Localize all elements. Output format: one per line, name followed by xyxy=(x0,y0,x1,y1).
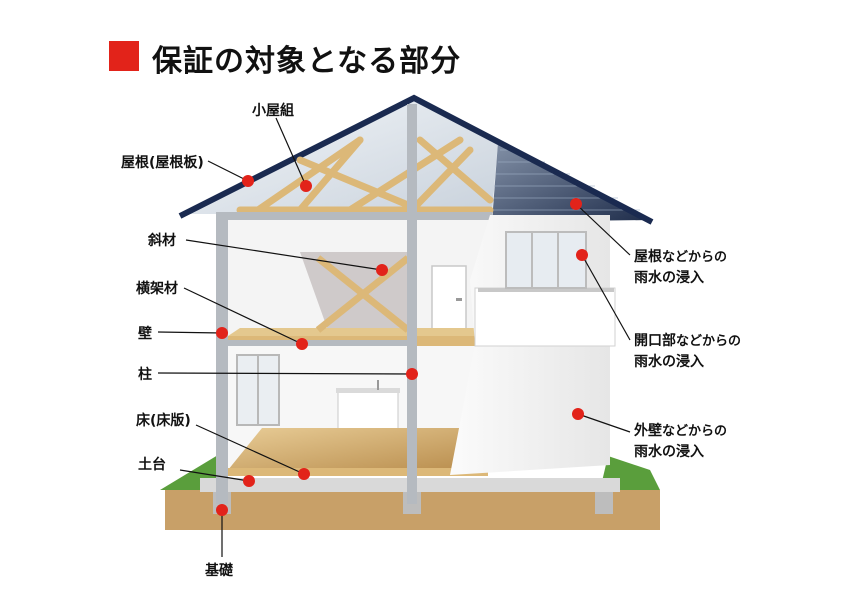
kitchen-counter xyxy=(337,391,399,435)
mid-beam-left xyxy=(216,340,408,346)
dot-hashira xyxy=(406,368,418,380)
dot-dodai xyxy=(243,475,255,487)
callout-wall-part: 外壁 xyxy=(634,423,662,439)
callout-wall-leak: 外壁などからの 雨水の浸入 xyxy=(634,421,727,463)
label-koyagumi: 小屋組 xyxy=(252,103,294,119)
dot-opening-leak xyxy=(576,249,588,261)
roof-truss xyxy=(236,136,494,214)
eave-beam xyxy=(216,212,492,220)
foundation-footing-right xyxy=(595,492,613,514)
leader-lines xyxy=(157,117,631,557)
dot-yuka xyxy=(298,468,310,480)
dot-roof-leak xyxy=(570,198,582,210)
door-knob xyxy=(456,298,462,301)
kitchen-top xyxy=(336,388,400,393)
callout-opening-line2: 雨水の浸入 xyxy=(634,354,704,370)
second-floor xyxy=(228,328,488,336)
callout-opening-part: 開口部 xyxy=(634,333,676,349)
dot-yane xyxy=(242,175,254,187)
callout-wall-rest: などからの xyxy=(662,424,728,439)
callout-roof-leak: 屋根などからの 雨水の浸入 xyxy=(634,247,727,289)
roof-edge xyxy=(178,94,654,225)
label-hashira: 柱 xyxy=(138,367,152,383)
label-kabe: 壁 xyxy=(138,326,152,342)
post-center xyxy=(407,104,417,504)
dot-oukazai xyxy=(296,338,308,350)
page-title: 保証の対象となる部分 xyxy=(152,44,462,79)
indicator-dots xyxy=(216,175,588,516)
label-kiso: 基礎 xyxy=(205,563,233,579)
dot-kabe xyxy=(216,327,228,339)
dot-kiso xyxy=(216,504,228,516)
label-dodai: 土台 xyxy=(138,457,166,473)
brace-b xyxy=(315,255,411,333)
callout-roof-rest: などからの xyxy=(662,250,728,265)
label-yane: 屋根(屋根板) xyxy=(121,155,204,171)
title-marker xyxy=(109,41,139,71)
post-left xyxy=(216,214,228,504)
callout-opening-rest: などからの xyxy=(676,334,742,349)
balcony xyxy=(474,287,616,347)
callout-wall-line2: 雨水の浸入 xyxy=(634,444,704,460)
dot-shazai xyxy=(376,264,388,276)
callout-roof-part: 屋根 xyxy=(634,249,662,265)
upper-window xyxy=(505,231,587,289)
label-oukazai: 横架材 xyxy=(136,281,178,297)
dot-koyagumi xyxy=(300,180,312,192)
balcony-rail xyxy=(478,288,614,292)
label-shazai: 斜材 xyxy=(148,233,176,249)
first-floor xyxy=(228,428,488,470)
label-yuka: 床(床版) xyxy=(136,413,191,429)
sill-beam xyxy=(226,468,488,476)
callout-roof-line2: 雨水の浸入 xyxy=(634,270,704,286)
callout-opening-leak: 開口部などからの 雨水の浸入 xyxy=(634,331,741,373)
dot-wall-leak xyxy=(572,408,584,420)
